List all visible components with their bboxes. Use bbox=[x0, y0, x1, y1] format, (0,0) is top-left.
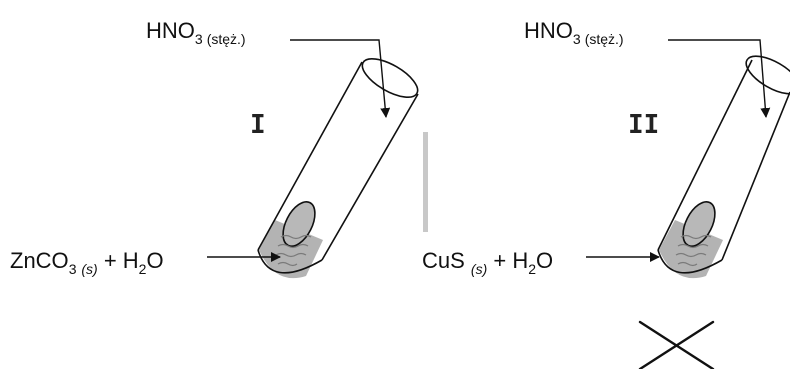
svg-text:HNO3(stęż.): HNO3(stęż.) bbox=[146, 18, 246, 47]
tube-2-bottom bbox=[657, 249, 723, 274]
tube-2-number: II bbox=[628, 110, 659, 140]
tube-2-mouth bbox=[745, 55, 790, 95]
tube-2-acid-arrow bbox=[668, 39, 771, 118]
test-tube-1 bbox=[257, 58, 419, 279]
tube-1-acid-label: HNO3(stęż.) bbox=[146, 18, 246, 47]
tube-2-precipitate bbox=[675, 234, 712, 267]
tube-2-wall-left bbox=[657, 59, 753, 251]
divider bbox=[423, 132, 428, 232]
tube-1-wall-right bbox=[321, 93, 419, 261]
tube-2-sample-label: CuS (s) + H2O bbox=[422, 248, 553, 277]
cross-mark bbox=[638, 320, 715, 369]
svg-text:CuS (s) + H2O: CuS (s) + H2O bbox=[422, 248, 553, 277]
tube-1-precipitate bbox=[275, 234, 312, 267]
tube-1-sample-label: ZnCO3 (s) + H2O bbox=[10, 248, 164, 277]
tube-1-mouth bbox=[361, 58, 419, 98]
tube-2-wall-right bbox=[721, 91, 790, 261]
tube-1-acid-arrow bbox=[290, 39, 391, 118]
svg-text:ZnCO3 (s) + H2O: ZnCO3 (s) + H2O bbox=[10, 248, 164, 277]
tube-2-acid-label: HNO3(stęż.) bbox=[524, 18, 624, 47]
acid-formula: HNO bbox=[146, 18, 195, 43]
test-tube-2 bbox=[657, 55, 790, 279]
svg-text:HNO3(stęż.): HNO3(stęż.) bbox=[524, 18, 624, 47]
tube-1-number: I bbox=[250, 110, 266, 140]
tube-1-wall-left bbox=[257, 61, 363, 251]
